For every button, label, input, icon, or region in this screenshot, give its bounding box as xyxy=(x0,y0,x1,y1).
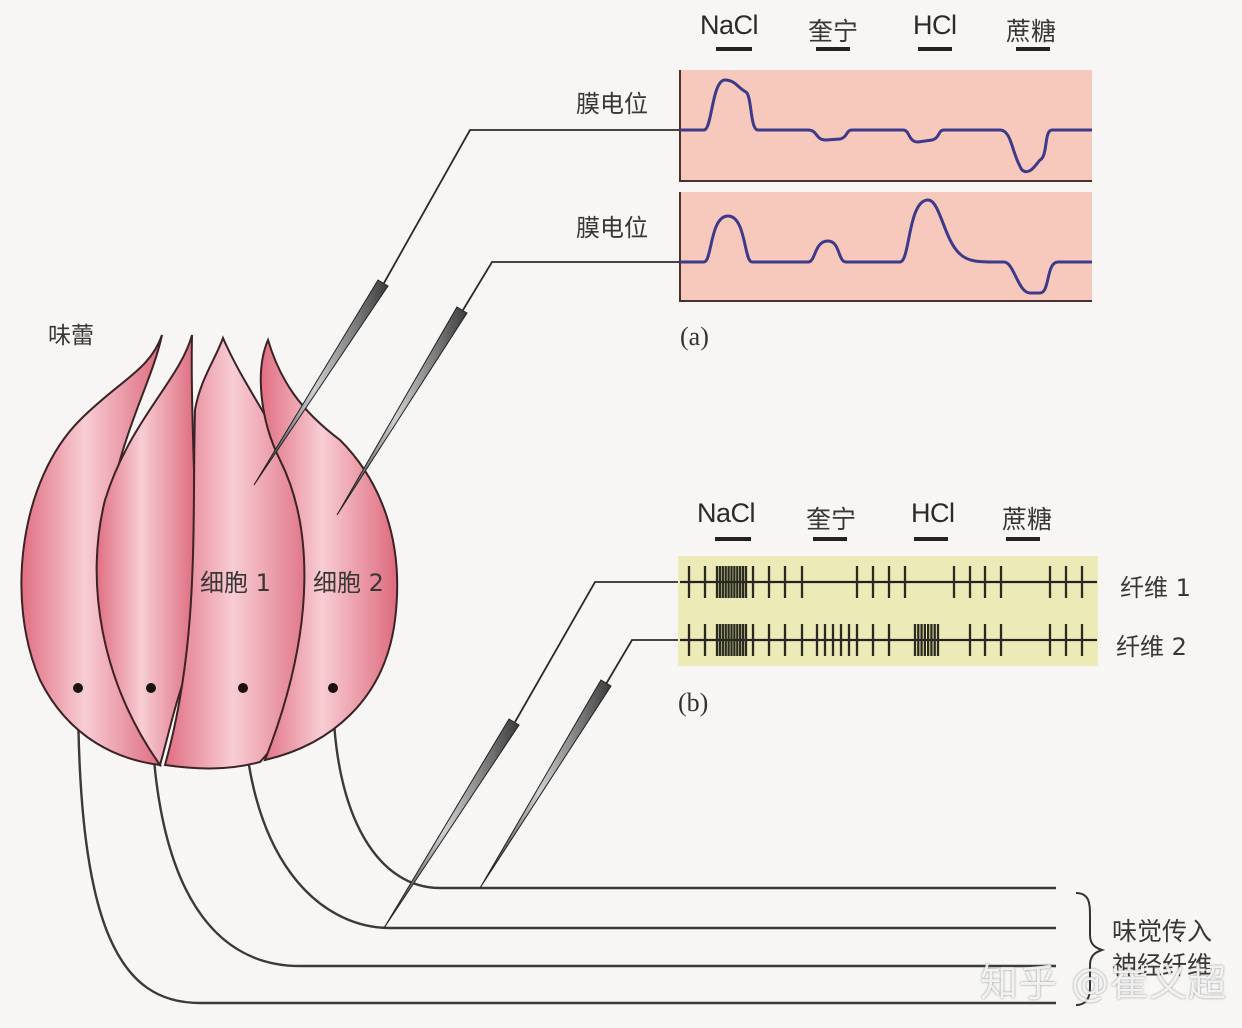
watermark: 知乎 @崔义超 xyxy=(980,961,1228,1005)
taste-cell-2 xyxy=(259,337,399,762)
cell-1-label: 细胞 1 xyxy=(200,569,271,597)
stimulus-bar xyxy=(813,537,847,541)
panel-b-label: (b) xyxy=(678,688,709,717)
cell-dot xyxy=(238,683,248,693)
nerve-fiber-4 xyxy=(76,687,1056,1005)
nerve-fiber-2 xyxy=(241,687,1056,930)
fiber-1-label: 纤维 1 xyxy=(1120,574,1191,602)
cell-nuclei xyxy=(73,683,338,693)
nerve-fiber-3 xyxy=(149,687,1056,968)
afferent-label-line2: 神经纤维 xyxy=(1112,951,1213,980)
cell-2-label: 细胞 2 xyxy=(313,569,384,597)
electrode-wire-cell1 xyxy=(383,129,680,284)
stimulus-bar xyxy=(1006,537,1040,541)
cell-dot xyxy=(146,683,156,693)
cell-dot xyxy=(73,683,83,693)
afferent-label-line1: 味觉传入 xyxy=(1112,917,1213,946)
stimulus-label-hcl-a: HCl xyxy=(913,10,957,40)
electrode-wire-fiber2 xyxy=(605,639,680,685)
stimulus-label-quinine-a: 奎宁 xyxy=(808,17,859,46)
membrane-potential-label-1: 膜电位 xyxy=(576,90,648,118)
membrane-trace-cell1 xyxy=(680,78,1092,174)
fiber-2-label: 纤维 2 xyxy=(1116,633,1187,661)
electrode-wire-fiber1 xyxy=(514,581,680,723)
stimulus-label-sucrose-b: 蔗糖 xyxy=(1002,505,1053,534)
membrane-panel-2 xyxy=(680,192,1092,302)
stimulus-bar xyxy=(1016,47,1050,51)
microelectrode-fiber1 xyxy=(383,718,520,929)
membrane-potential-panel xyxy=(679,70,1092,302)
stimulus-label-sucrose-a: 蔗糖 xyxy=(1006,17,1057,46)
membrane-potential-label-2: 膜电位 xyxy=(576,214,648,242)
microelectrode-fiber2 xyxy=(479,679,612,889)
microelectrode-cell2 xyxy=(336,306,468,516)
electrode-wire-cell2 xyxy=(462,261,680,311)
stimulus-label-hcl-b: HCl xyxy=(911,498,955,528)
cell-dot xyxy=(328,683,338,693)
stimulus-bar xyxy=(715,537,751,541)
microelectrode-cell1 xyxy=(253,279,389,486)
membrane-trace-cell2 xyxy=(680,198,1092,295)
stimulus-bar xyxy=(716,47,752,51)
taste-bud-label: 味蕾 xyxy=(48,323,94,349)
nerve-fiber-1 xyxy=(331,689,1056,890)
membrane-panel-1 xyxy=(680,70,1092,182)
stimulus-label-nacl-a: NaCl xyxy=(700,10,759,40)
stimulus-label-nacl-b: NaCl xyxy=(697,498,756,528)
stimulus-bar xyxy=(914,537,948,541)
afferent-brace xyxy=(1075,892,1106,1006)
taste-bud xyxy=(20,334,399,770)
stimulus-bar xyxy=(816,47,850,51)
panel-a-label: (a) xyxy=(680,322,709,351)
stimulus-bar xyxy=(918,47,952,51)
stimulus-label-quinine-b: 奎宁 xyxy=(806,505,857,534)
fiber-spike-panel xyxy=(678,556,1098,666)
